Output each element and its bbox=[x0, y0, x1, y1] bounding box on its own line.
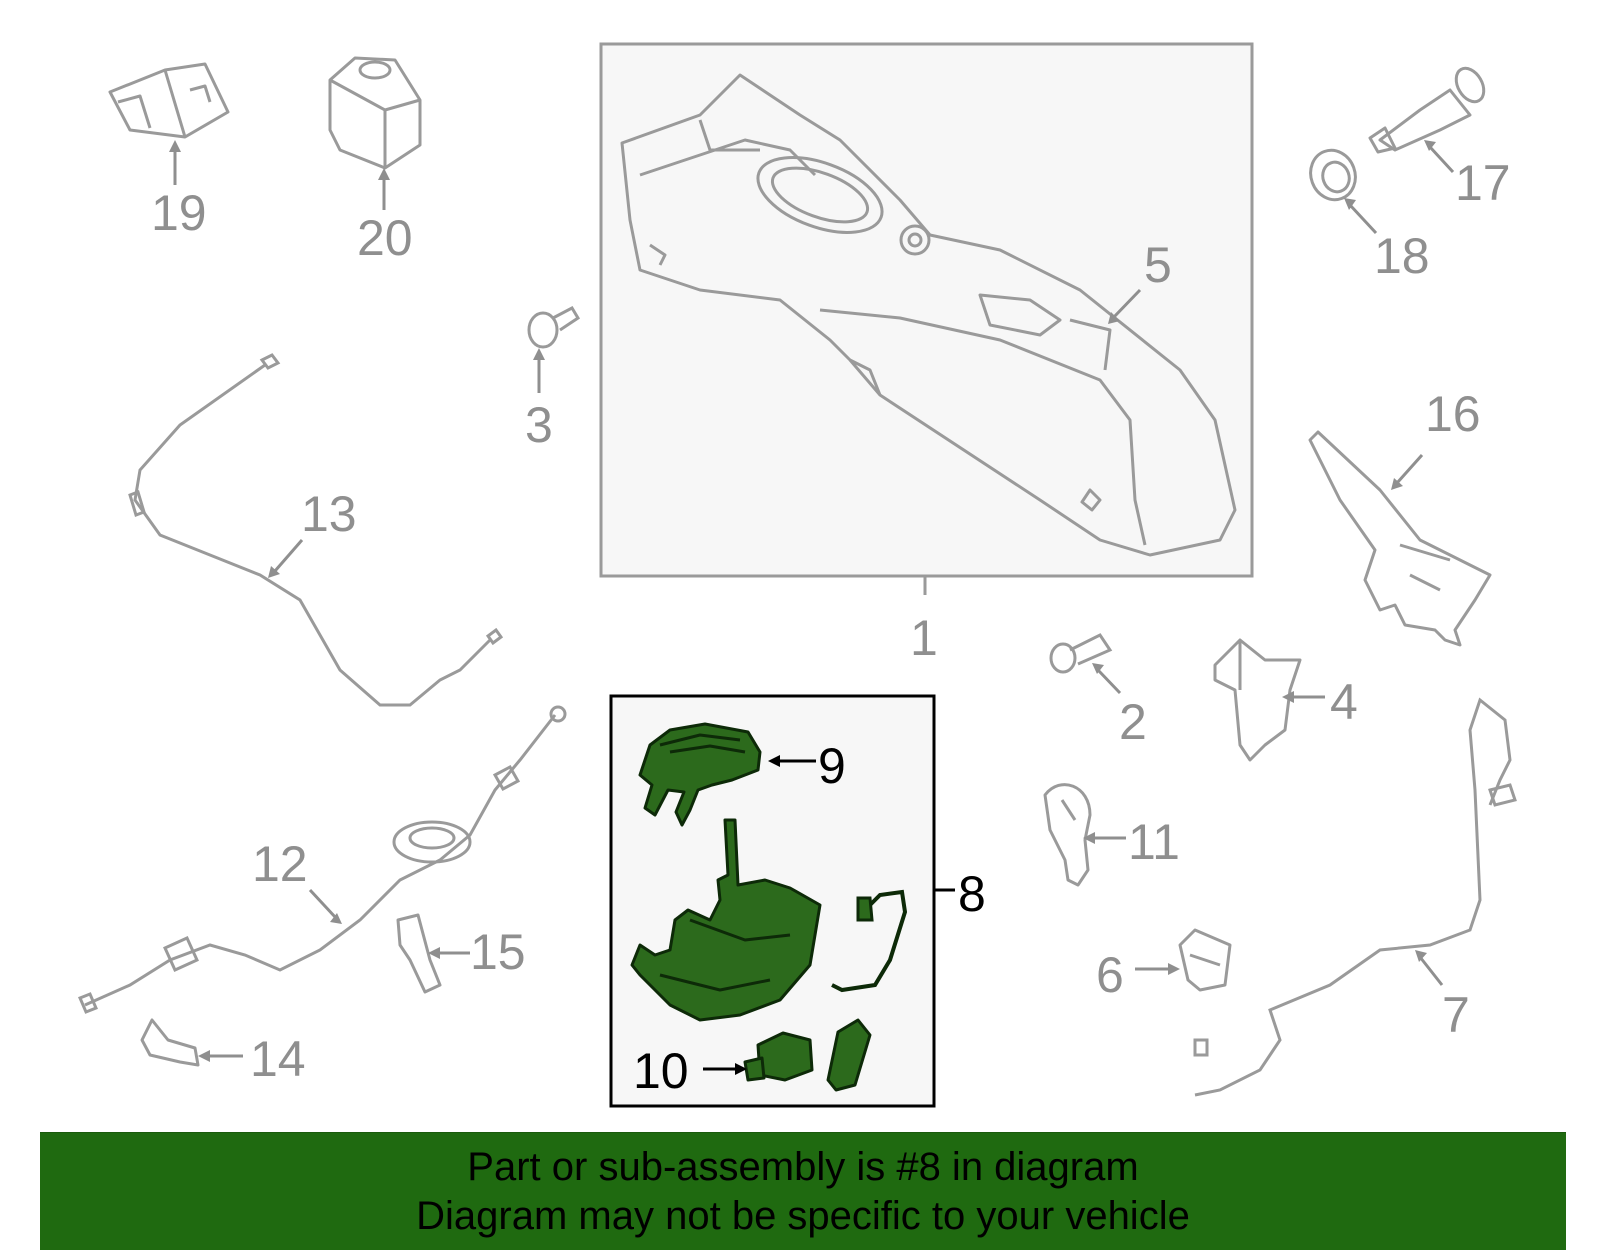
part-11-knob bbox=[1043, 783, 1092, 887]
part-14-bracket bbox=[140, 1018, 200, 1067]
callout-15: 15 bbox=[470, 924, 526, 980]
callout-10: 10 bbox=[633, 1043, 689, 1099]
callout-11: 11 bbox=[1128, 814, 1180, 870]
center-console-drawing bbox=[620, 73, 1237, 557]
part-6-switch bbox=[1178, 928, 1232, 992]
part-16-boot bbox=[1308, 430, 1492, 647]
callout-20: 20 bbox=[357, 210, 413, 266]
part-8-shifter-base bbox=[630, 818, 822, 1022]
callout-9: 9 bbox=[818, 738, 846, 794]
part-8-harness-connector bbox=[856, 896, 874, 922]
callout-17: 17 bbox=[1455, 155, 1511, 211]
callout-12: 12 bbox=[252, 836, 308, 892]
notice-line-2: Diagram may not be specific to your vehi… bbox=[416, 1193, 1190, 1238]
callout-7: 7 bbox=[1442, 987, 1470, 1043]
callout-6: 6 bbox=[1096, 947, 1124, 1003]
callout-18: 18 bbox=[1374, 228, 1430, 284]
part-8-harness bbox=[831, 889, 908, 993]
callout-8: 8 bbox=[958, 866, 986, 922]
callout-13: 13 bbox=[301, 486, 357, 542]
notice-line-1: Part or sub-assembly is #8 in diagram bbox=[467, 1144, 1139, 1189]
callout-4: 4 bbox=[1330, 674, 1358, 730]
callout-16: 16 bbox=[1425, 386, 1481, 442]
part-20-module bbox=[328, 56, 422, 170]
part-17-lighter bbox=[1368, 66, 1486, 154]
part-18-ring bbox=[1309, 148, 1357, 202]
part-2-screw bbox=[1049, 633, 1113, 674]
callout-19: 19 bbox=[151, 185, 207, 241]
callout-1: 1 bbox=[910, 610, 938, 666]
part-19-switch bbox=[108, 62, 230, 139]
notice-banner: Part or sub-assembly is #8 in diagram Di… bbox=[40, 1132, 1566, 1250]
callout-14: 14 bbox=[250, 1031, 306, 1087]
callout-3: 3 bbox=[525, 397, 553, 453]
part-3-clip bbox=[527, 306, 581, 349]
part-13-cable bbox=[128, 353, 504, 707]
part-7-harness bbox=[1193, 697, 1517, 1097]
part-4-bracket bbox=[1213, 638, 1302, 762]
part-12-cable bbox=[78, 705, 567, 1014]
part-10-switch bbox=[743, 1018, 872, 1092]
part-9-indicator-cover bbox=[638, 722, 762, 827]
callout-2: 2 bbox=[1119, 694, 1147, 750]
callout-5: 5 bbox=[1144, 237, 1172, 293]
console-assembly-box bbox=[599, 42, 1254, 578]
part-15-bracket bbox=[396, 913, 442, 994]
